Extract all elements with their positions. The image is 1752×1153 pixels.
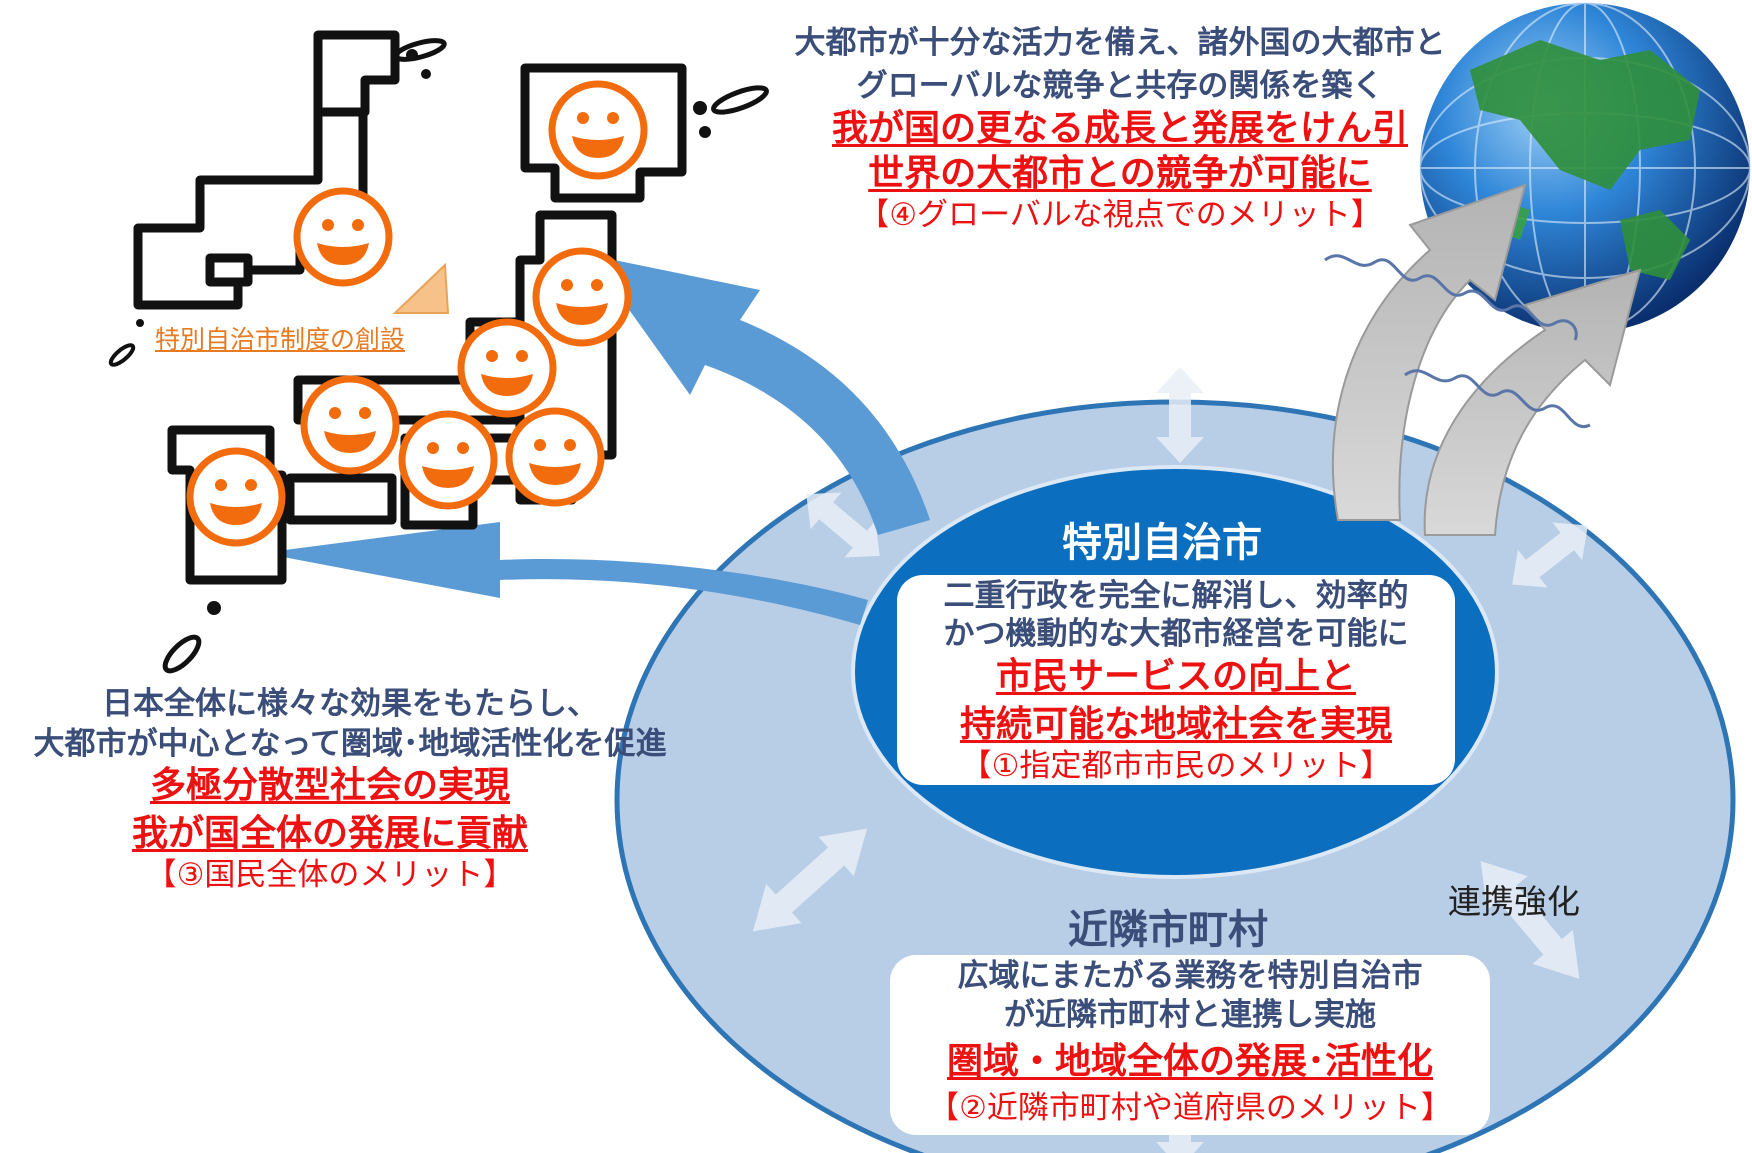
neighbors-highlight-1: 圏域・地域全体の発展･活性化 — [946, 1041, 1433, 1082]
special-city-title: 特別自治市 — [1062, 520, 1262, 566]
warning-triangle-icon — [392, 262, 450, 314]
neighbors-title: 近隣市町村 — [1068, 907, 1268, 953]
neighbors-line-2: が近隣市町村と連携し実施 — [1004, 997, 1376, 1033]
neighbors-text-box — [890, 955, 1490, 1135]
special-city-line-1: 二重行政を完全に解消し、効率的 — [943, 578, 1409, 614]
global-line-1: 大都市が十分な活力を備え、諸外国の大都市と — [794, 25, 1446, 61]
global-highlight-2: 世界の大都市との競争が可能に — [868, 153, 1372, 194]
gray-growth-arrows — [1332, 183, 1642, 536]
wavy-line-icon — [1324, 254, 1591, 429]
global-highlight-1: 我が国の更なる成長と発展をけん引 — [831, 108, 1408, 149]
special-city-merit: 【①指定都市市民のメリット】 — [960, 748, 1392, 784]
national-merit: 【③国民全体のメリット】 — [145, 857, 515, 893]
national-highlight-2: 我が国全体の発展に貢献 — [131, 813, 528, 854]
national-line-1: 日本全体に様々な効果をもたらし、 — [102, 686, 598, 722]
special-city-highlight-2: 持続可能な地域社会を実現 — [959, 704, 1392, 745]
global-merit: 【④グローバルな視点でのメリット】 — [858, 197, 1382, 233]
special-city-line-2: かつ機動的な大都市経営を可能に — [943, 616, 1409, 652]
blue-arrow-lower — [262, 522, 868, 625]
national-highlight-1: 多極分散型社会の実現 — [149, 765, 510, 806]
cooperation-label: 連携強化 — [1448, 882, 1580, 921]
neighbors-merit: 【②近隣市町村や道府県のメリット】 — [928, 1090, 1452, 1126]
neighbors-line-1: 広域にまたがる業務を特別自治市 — [957, 958, 1423, 994]
national-line-2: 大都市が中心となって圏域･地域活性化を促進 — [33, 726, 667, 762]
special-city-text-box — [897, 575, 1455, 785]
blue-arrow-upper — [590, 255, 930, 535]
special-city-system-link[interactable]: 特別自治市制度の創設 — [155, 325, 406, 354]
islands — [108, 38, 769, 674]
special-city-highlight-1: 市民サービスの向上と — [995, 656, 1356, 697]
global-line-2: グローバルな競争と共存の関係を築く — [856, 68, 1384, 104]
